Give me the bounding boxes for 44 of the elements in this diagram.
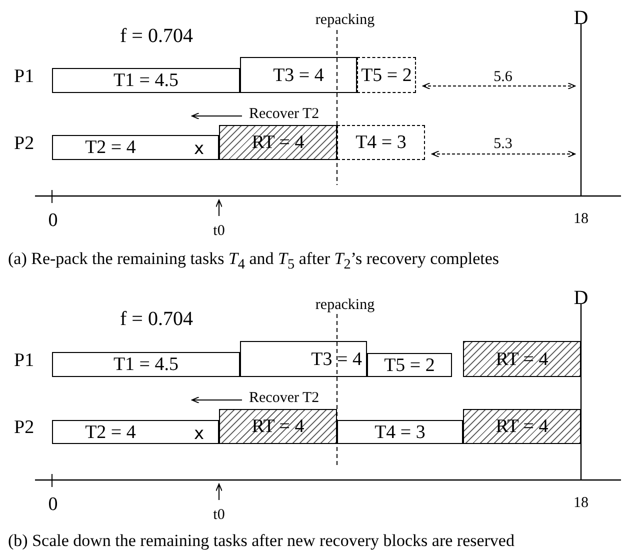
task-label: T1 = 4.5: [113, 71, 179, 90]
processor-label: P1: [14, 351, 34, 370]
annotation-label: repacking: [315, 13, 375, 28]
caption: (b) Scale down the remaining tasks after new recovery blocks are reserved: [8, 532, 514, 549]
task-block: [337, 125, 425, 160]
processor-label: P1: [14, 67, 34, 86]
tick-label: 18: [574, 496, 588, 511]
annotation-label: Recover T2: [249, 391, 320, 406]
tick-label: 18: [574, 212, 588, 227]
task-label: T5 = 2: [361, 66, 412, 84]
task-block: [367, 353, 452, 377]
caption: (a) Re-pack the remaining tasks T$_{4}$ and T$_{5}$ after T$_{2}$’s recovery completes: [8, 250, 499, 272]
annotation-label: Recover T2: [249, 107, 320, 122]
deadline-label: D: [574, 8, 588, 28]
failure-mark: x: [194, 426, 204, 443]
dimension-label: 5.6: [494, 70, 512, 85]
task-block: [357, 57, 416, 93]
processor-label: P2: [14, 418, 34, 437]
task-label: T4 = 3: [356, 133, 406, 152]
task-label: T3 = 4: [311, 350, 362, 368]
dimension-label: 5.3: [494, 137, 512, 152]
tick-label: 0: [48, 211, 58, 230]
task-block: [240, 57, 357, 93]
tick-label: t0: [213, 224, 225, 239]
tick-label: 0: [48, 495, 58, 514]
task-block: [52, 68, 240, 93]
task-label: T1 = 4.5: [113, 355, 179, 374]
task-label: T2 = 4: [85, 422, 136, 442]
processor-label: P2: [14, 134, 34, 153]
parameter-label: f = 0.704: [120, 309, 193, 329]
task-label: T2 = 4: [85, 138, 136, 157]
task-block: [52, 135, 219, 160]
tick-label: t0: [213, 508, 225, 523]
failure-mark: x: [194, 141, 204, 158]
task-block: [52, 352, 240, 377]
task-label: T3 = 4: [273, 66, 324, 84]
task-block: [240, 341, 367, 377]
parameter-label: f = 0.704: [120, 26, 193, 46]
deadline-label: D: [574, 288, 588, 308]
annotation-label: repacking: [315, 298, 375, 313]
task-block: [52, 420, 219, 444]
task-label: T4 = 3: [374, 422, 426, 442]
task-label: T5 = 2: [384, 356, 435, 374]
task-block: [337, 420, 463, 444]
